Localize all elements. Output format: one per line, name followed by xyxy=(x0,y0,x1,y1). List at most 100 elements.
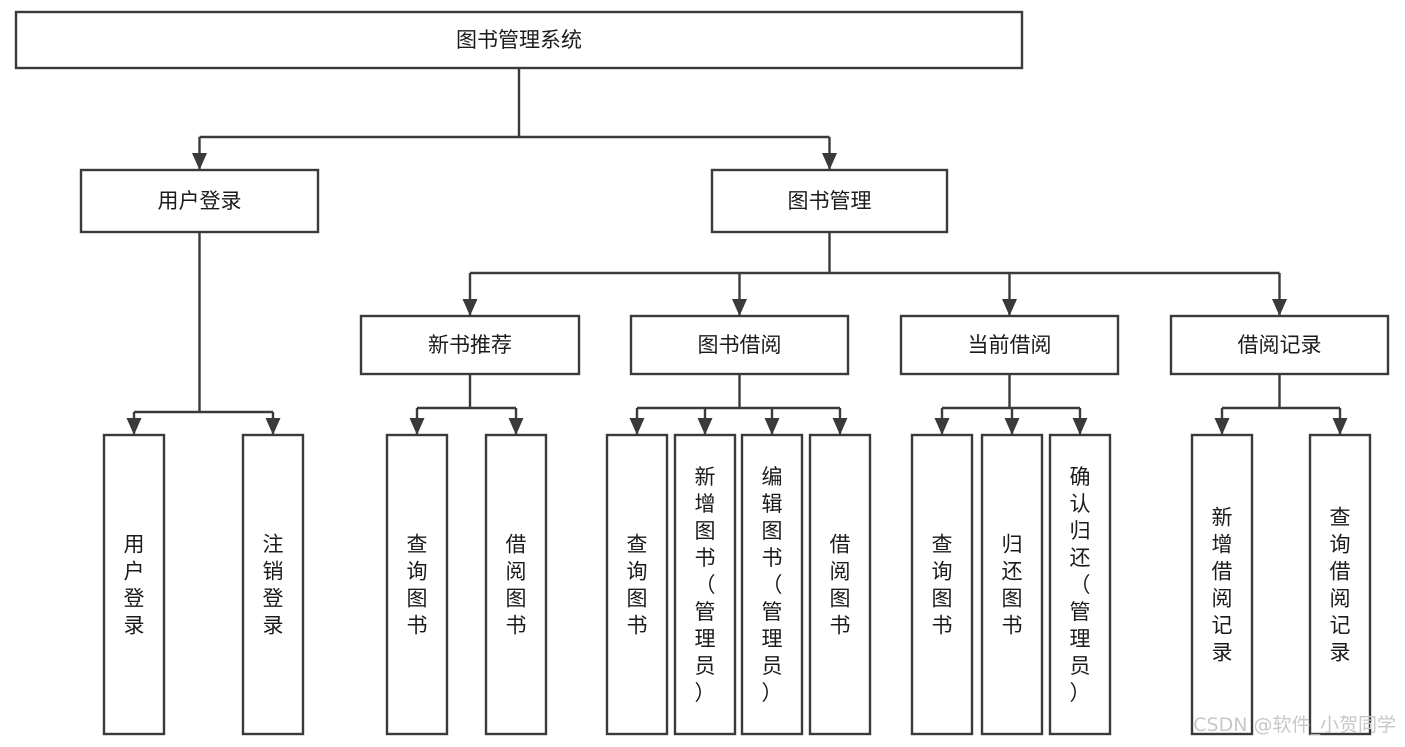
node-label-char: 图 xyxy=(1002,587,1023,611)
node-user-login[interactable]: 用户登录 xyxy=(79,168,320,234)
node-label-char: 员 xyxy=(1070,654,1091,678)
node-label-char: 阅 xyxy=(506,560,527,584)
node-layer: 图书管理系统用户登录图书管理新书推荐图书借阅当前借阅借阅记录用户登录用户登录注销… xyxy=(14,10,1390,736)
node-label-char: 书 xyxy=(506,614,527,638)
node-label-char: 确 xyxy=(1070,465,1091,489)
node-box xyxy=(14,10,1024,70)
arrow-head-icon xyxy=(1214,418,1230,435)
node-label-char: 记 xyxy=(1330,614,1351,638)
node-label-char: 编 xyxy=(762,465,783,489)
node-label-char: 借 xyxy=(830,533,851,557)
node-label-char: 销 xyxy=(263,560,284,584)
node-label-char: 理 xyxy=(762,627,783,651)
node-label: 图书管理 xyxy=(788,189,872,213)
node-book-borrow[interactable]: 图书借阅 xyxy=(629,314,850,376)
node-label-char: 认 xyxy=(1070,492,1091,516)
node-label-char: 图 xyxy=(762,519,783,543)
node-label-char: 借 xyxy=(1212,560,1233,584)
node-label-char: 询 xyxy=(627,560,648,584)
node-leaf-query-book-2[interactable]: 查询图书查询图书 xyxy=(605,433,669,736)
node-label-char: 书 xyxy=(762,546,783,570)
node-label-char: 查 xyxy=(627,533,648,557)
node-current-borrow[interactable]: 当前借阅 xyxy=(899,314,1120,376)
node-label: 借阅记录 xyxy=(1238,333,1322,357)
node-leaf-query-book-1[interactable]: 查询图书查询图书 xyxy=(385,433,449,736)
node-box xyxy=(1048,433,1112,736)
node-label-char: 还 xyxy=(1070,546,1091,570)
arrow-head-icon xyxy=(1004,418,1020,435)
arrow-head-icon xyxy=(822,153,837,170)
node-box xyxy=(1190,433,1254,736)
node-book-manage[interactable]: 图书管理 xyxy=(710,168,949,234)
node-label-char: 户 xyxy=(124,560,145,584)
node-label-char: 还 xyxy=(1002,560,1023,584)
node-label-char: 书 xyxy=(407,614,428,638)
node-label-char: 辑 xyxy=(762,492,783,516)
node-label: 新书推荐 xyxy=(428,333,512,357)
node-box xyxy=(79,168,320,234)
node-borrow-record[interactable]: 借阅记录 xyxy=(1169,314,1390,376)
node-label-char: 图 xyxy=(627,587,648,611)
node-label-char: 图 xyxy=(506,587,527,611)
node-label-char: 归 xyxy=(1070,519,1091,543)
node-label-char: 询 xyxy=(1330,533,1351,557)
arrow-head-icon xyxy=(508,418,524,435)
node-label-char: 理 xyxy=(1070,627,1091,651)
connector-layer xyxy=(126,68,1348,435)
arrow-head-icon xyxy=(265,418,281,435)
node-box xyxy=(899,314,1120,376)
node-label-char: 图 xyxy=(695,519,716,543)
arrow-head-icon xyxy=(192,153,207,170)
node-label-char: 书 xyxy=(695,546,716,570)
node-root[interactable]: 图书管理系统 xyxy=(14,10,1024,70)
node-leaf-query-book-3[interactable]: 查询图书查询图书 xyxy=(910,433,974,736)
node-label-char: 阅 xyxy=(1212,587,1233,611)
node-label-char: 理 xyxy=(695,627,716,651)
node-box xyxy=(1169,314,1390,376)
node-label-char: 借 xyxy=(1330,560,1351,584)
node-box xyxy=(629,314,850,376)
node-label-char: 登 xyxy=(263,587,284,611)
arrow-head-icon xyxy=(732,299,747,316)
node-label-char: 增 xyxy=(1212,533,1233,557)
node-label-char: 书 xyxy=(1002,614,1023,638)
node-label-char: 询 xyxy=(407,560,428,584)
node-box xyxy=(359,314,581,376)
node-label-char: 阅 xyxy=(830,560,851,584)
arrow-head-icon xyxy=(764,418,780,435)
node-label-char: ） xyxy=(762,681,783,705)
node-box xyxy=(102,433,166,736)
node-label: 图书借阅 xyxy=(698,333,782,357)
node-label-char: 新 xyxy=(1212,506,1233,530)
node-label-char: 图 xyxy=(932,587,953,611)
node-leaf-logout[interactable]: 注销登录注销登录 xyxy=(241,433,305,736)
arrow-head-icon xyxy=(629,418,645,435)
node-leaf-borrow-book-2[interactable]: 借阅图书借阅图书 xyxy=(808,433,872,736)
node-new-book-rec[interactable]: 新书推荐 xyxy=(359,314,581,376)
arrow-head-icon xyxy=(1332,418,1348,435)
node-box xyxy=(385,433,449,736)
node-label-char: 图 xyxy=(830,587,851,611)
node-leaf-return-book[interactable]: 归还图书归还图书 xyxy=(980,433,1044,736)
arrow-head-icon xyxy=(697,418,713,435)
node-label-char: 查 xyxy=(932,533,953,557)
node-label-char: 归 xyxy=(1002,533,1023,557)
node-label-char: 管 xyxy=(1070,600,1091,624)
node-leaf-add-record[interactable]: 新增借阅记录新增借阅记录 xyxy=(1190,433,1254,736)
node-label-char: 书 xyxy=(627,614,648,638)
node-label-char: 登 xyxy=(124,587,145,611)
node-box xyxy=(808,433,872,736)
node-label-char: 员 xyxy=(762,654,783,678)
node-leaf-borrow-book-1[interactable]: 借阅图书借阅图书 xyxy=(484,433,548,736)
node-label-char: 管 xyxy=(762,600,783,624)
node-label-char: ） xyxy=(695,681,716,705)
node-label-char: 录 xyxy=(263,614,284,638)
node-leaf-query-record[interactable]: 查询借阅记录查询借阅记录 xyxy=(1308,433,1372,736)
node-label-char: 查 xyxy=(407,533,428,557)
node-label-char: 记 xyxy=(1212,614,1233,638)
node-leaf-user-login[interactable]: 用户登录用户登录 xyxy=(102,433,166,736)
